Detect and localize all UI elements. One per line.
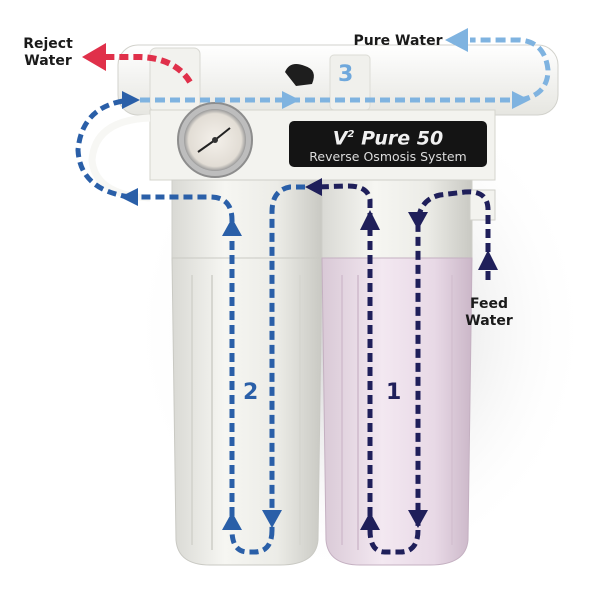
feed-water-label: Feed Water: [465, 296, 513, 329]
stage2-to-tube-arrow: [120, 188, 138, 206]
reject-water-flow: [105, 54, 193, 84]
stage2-head: [171, 179, 323, 261]
stage2-housing: [171, 257, 323, 566]
stage-2-number: 2: [243, 380, 259, 405]
stage2-arrow-up-bottom: [222, 512, 242, 530]
product-name: V2 Pure 50: [332, 127, 444, 150]
pure-water-out-arrow: [445, 28, 468, 52]
stage2-arrow-down: [262, 510, 282, 528]
stage1-arrow-up-bottom: [360, 512, 380, 530]
pressure-gauge: [177, 102, 253, 178]
product-badge: V2 Pure 50 Reverse Osmosis System: [289, 121, 487, 167]
pure-water-flow: [140, 37, 551, 103]
reject-water-label: Reject Water: [23, 36, 73, 69]
stage-3-number: 3: [338, 62, 354, 87]
pure-mid-arrow: [282, 91, 300, 109]
reject-water-arrow: [82, 43, 106, 71]
stage1-arrow-down-top: [408, 212, 428, 230]
stage-1-number: 1: [386, 380, 402, 405]
stage1-arrow-down-bottom: [408, 510, 428, 528]
pure-water-label: Pure Water: [353, 33, 443, 49]
stage1-arrow-up-top: [360, 210, 380, 230]
feed-arrow-up: [478, 250, 498, 270]
stage1-to-stage2-arrow: [305, 178, 322, 196]
stage1-housing: [321, 257, 473, 566]
stage2-arrow-up-top: [222, 218, 242, 236]
pure-end-arrow: [512, 91, 530, 109]
product-subtitle: Reverse Osmosis System: [309, 149, 467, 165]
tube-to-membrane-arrow: [122, 91, 140, 109]
